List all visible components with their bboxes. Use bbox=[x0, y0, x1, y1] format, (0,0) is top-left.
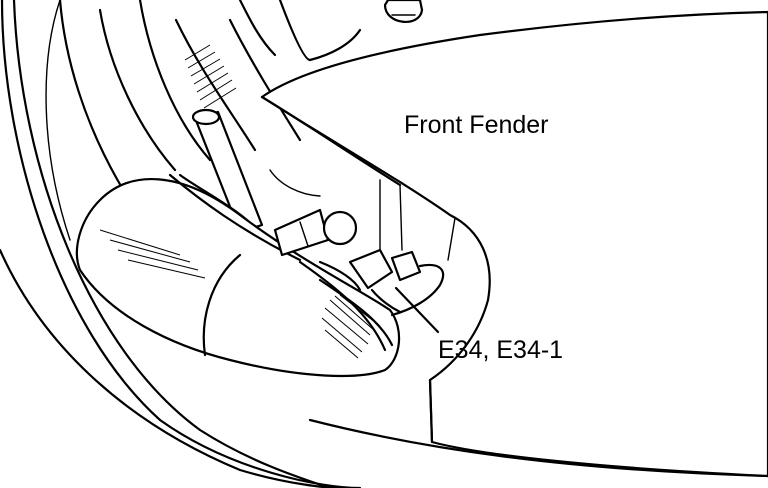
connector-e34 bbox=[318, 248, 445, 317]
bulb-socket bbox=[273, 208, 358, 257]
connector-leader-line bbox=[394, 286, 440, 334]
hatching-top bbox=[184, 44, 237, 109]
headlamp-housing bbox=[75, 173, 401, 378]
connector-label: E34, E34-1 bbox=[438, 336, 564, 364]
front-fender-panel bbox=[260, 10, 768, 478]
front-fender-label: Front Fender bbox=[404, 111, 549, 139]
lamp-texture bbox=[99, 229, 381, 359]
strut-area bbox=[174, 0, 424, 237]
